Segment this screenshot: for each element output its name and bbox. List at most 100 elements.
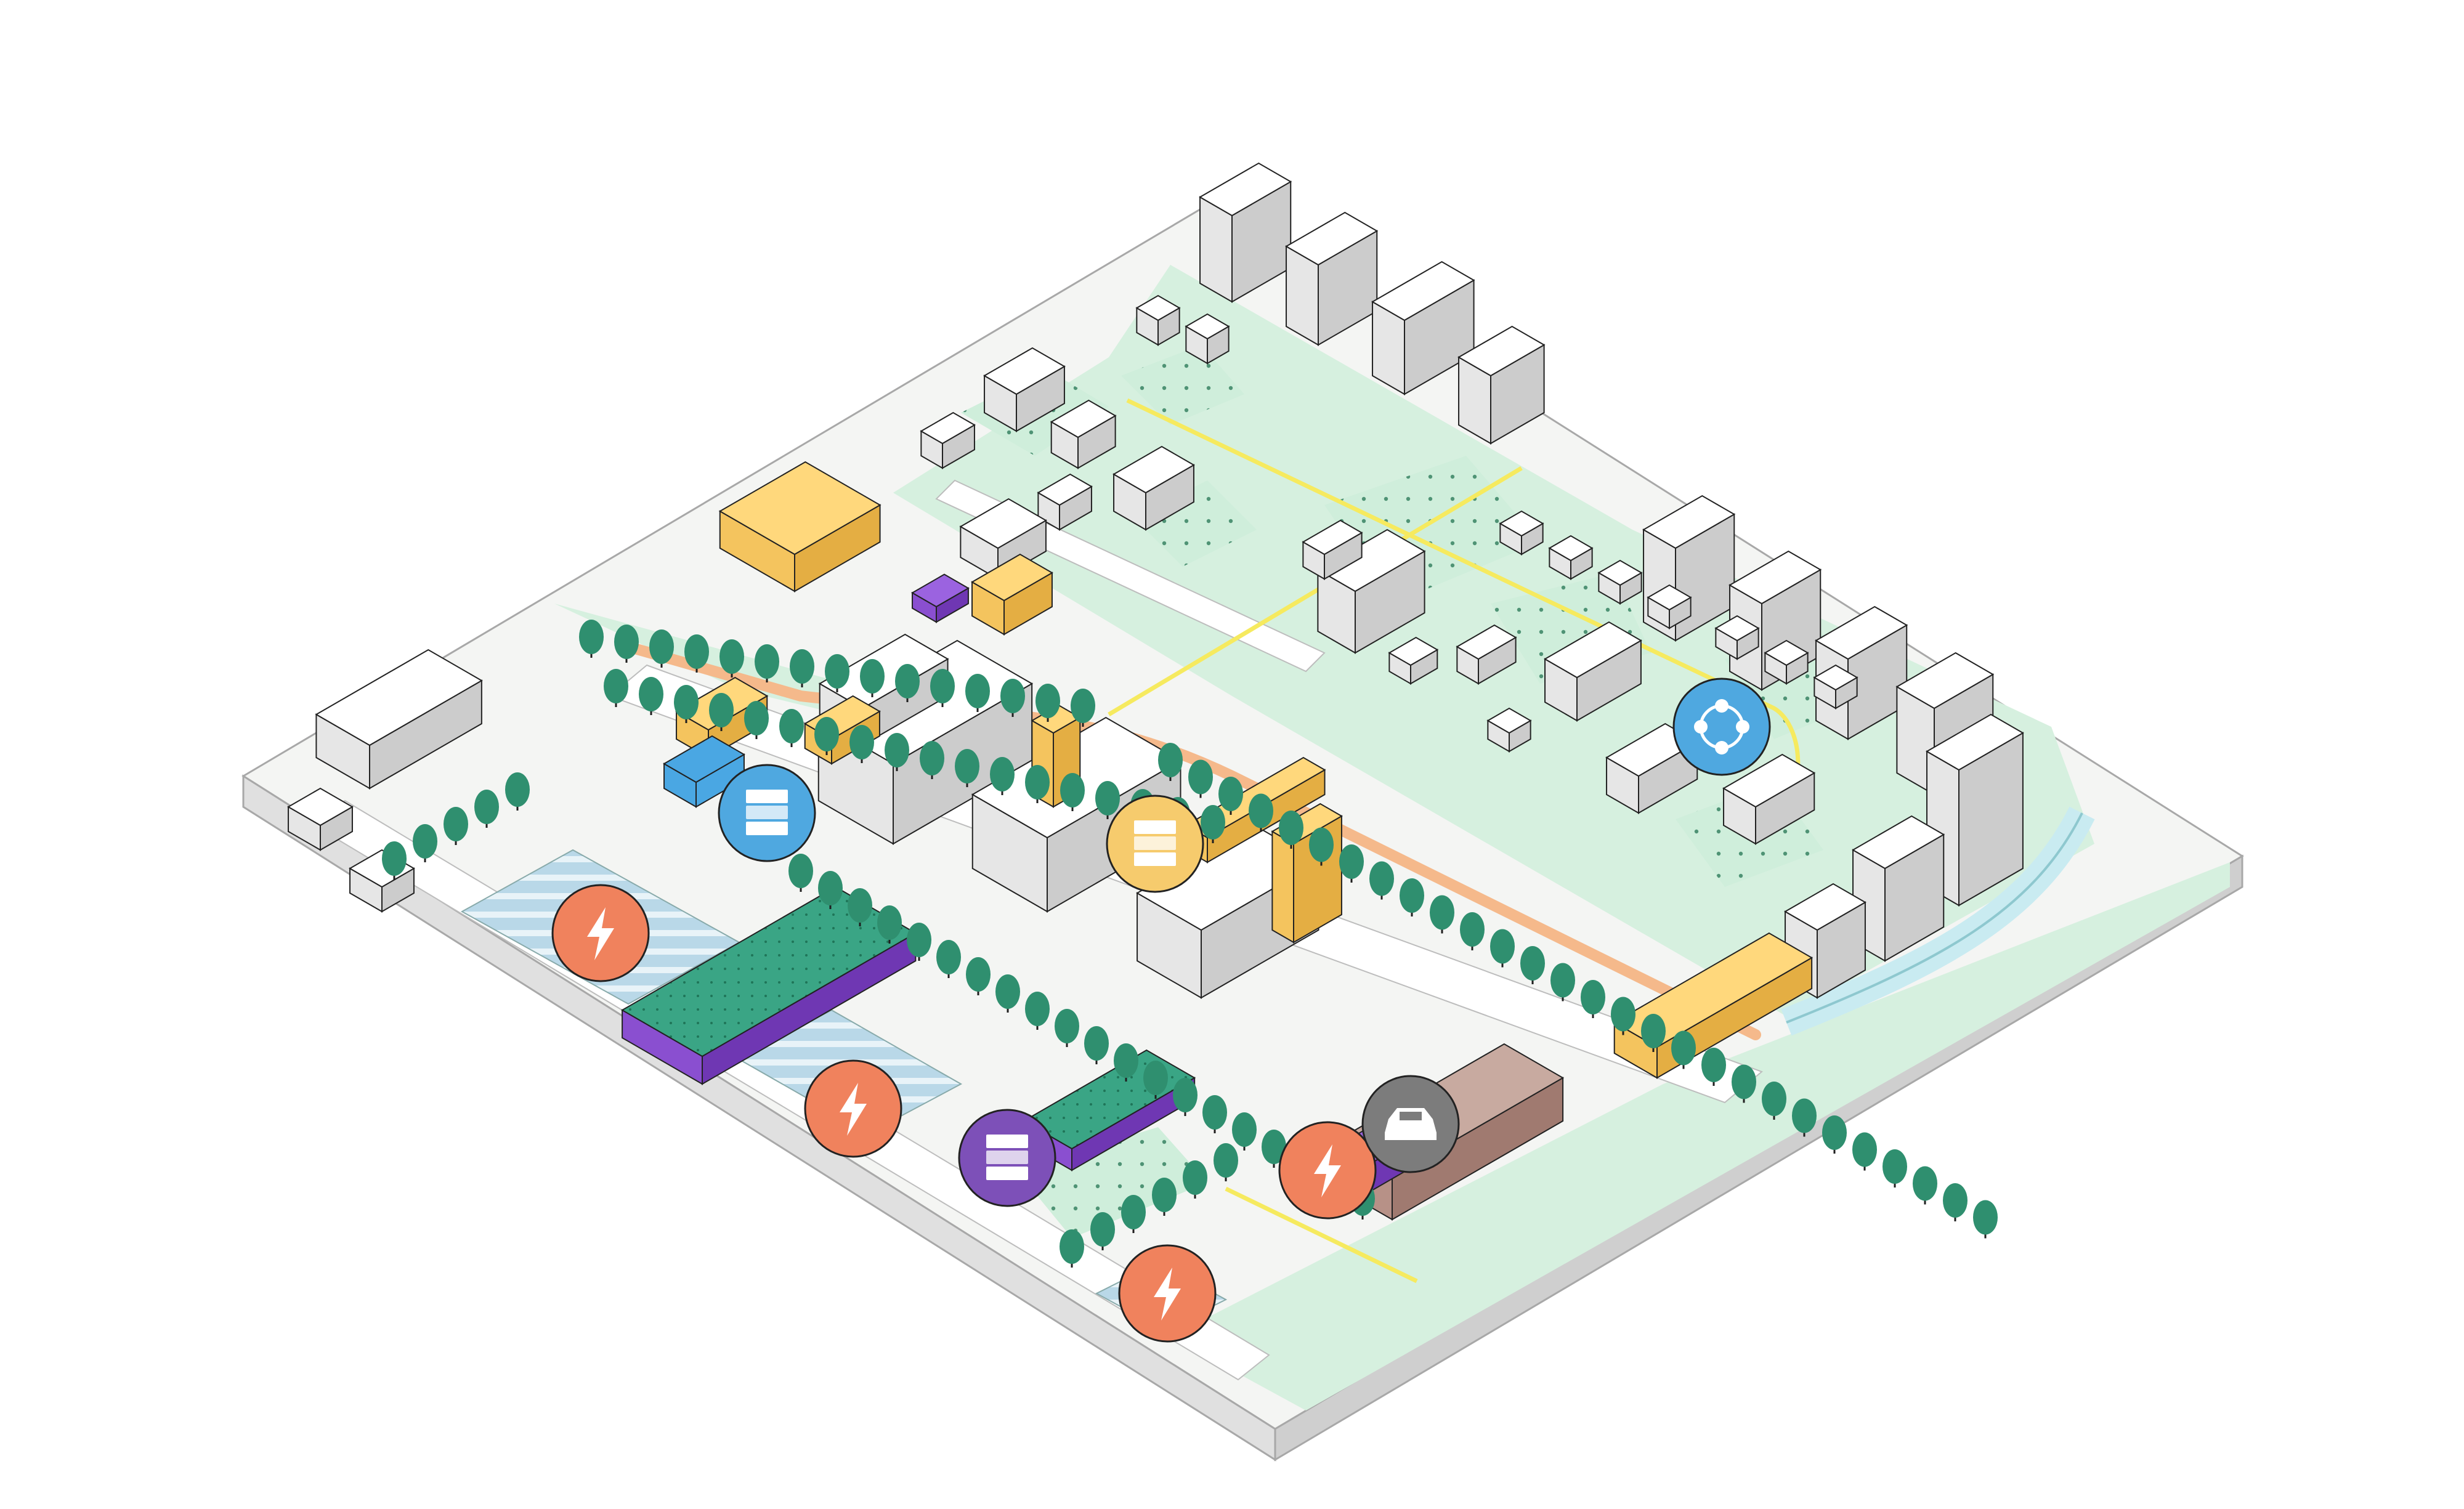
tree (474, 790, 499, 828)
context-building (1722, 753, 1816, 845)
context-building (1050, 399, 1117, 469)
tree (579, 620, 604, 658)
buildings (287, 162, 2024, 1221)
tree (825, 654, 849, 692)
tree (1121, 1195, 1146, 1233)
tree (1762, 1082, 1786, 1120)
context-building (983, 347, 1066, 432)
energy-4-marker (1118, 1244, 1217, 1343)
tree (1279, 811, 1303, 849)
tree (1071, 689, 1095, 727)
tree (1152, 1178, 1177, 1216)
tree (990, 757, 1015, 795)
tree (1943, 1183, 1968, 1221)
tree (1822, 1115, 1847, 1154)
dotted-park-2 (1121, 345, 1244, 425)
tree (444, 807, 468, 845)
context-building (1852, 815, 1945, 962)
tree (1701, 1048, 1726, 1086)
tree (818, 871, 843, 909)
tree (1095, 781, 1120, 819)
tree (1641, 1014, 1666, 1052)
context-building (1302, 519, 1363, 580)
tree (1025, 765, 1050, 803)
tree (848, 888, 872, 926)
tree (1055, 1009, 1079, 1047)
tree (413, 824, 437, 862)
tree (788, 854, 813, 892)
tree (1201, 805, 1225, 843)
energy-3-marker (1278, 1121, 1377, 1220)
tree (930, 669, 955, 707)
context-building (1499, 510, 1544, 556)
context-building (1388, 636, 1439, 685)
tree (1202, 1095, 1227, 1133)
tree (1882, 1149, 1907, 1187)
tree (505, 772, 530, 811)
tree (1060, 1229, 1084, 1268)
tree (1852, 1132, 1877, 1171)
tree (382, 841, 407, 880)
tree (1369, 861, 1394, 900)
tree (1520, 946, 1545, 984)
context-building (920, 411, 976, 469)
context-building (315, 649, 483, 790)
tree (995, 974, 1020, 1013)
tree (920, 741, 944, 779)
tree (1792, 1098, 1817, 1137)
tree (1581, 980, 1605, 1018)
context-building (1647, 584, 1692, 629)
tree (1143, 1061, 1168, 1099)
storage-purple-marker (958, 1109, 1056, 1207)
tree (1218, 777, 1243, 815)
green-strip-south (1170, 862, 2230, 1410)
tree (1249, 793, 1273, 832)
tree (604, 669, 628, 707)
context-building (959, 498, 1047, 580)
tree (849, 725, 874, 763)
tree (1000, 679, 1025, 717)
tree (744, 701, 769, 739)
tree (885, 733, 909, 771)
tree (1400, 878, 1424, 916)
river-bank (1786, 812, 2083, 1024)
tree (779, 709, 804, 747)
storage-blue-marker (718, 764, 816, 862)
context-building (1135, 294, 1181, 346)
context-building (1185, 313, 1230, 365)
community-marker (1672, 678, 1771, 776)
tree (1460, 912, 1485, 950)
tree (955, 749, 979, 787)
context-building (1199, 162, 1292, 303)
tree (1339, 844, 1364, 883)
tree (936, 940, 961, 978)
tree (1232, 1112, 1257, 1151)
tree (1671, 1030, 1696, 1069)
tree (1173, 1078, 1198, 1116)
tree (1114, 1043, 1138, 1082)
tree (1262, 1130, 1286, 1168)
energy-2-marker (804, 1059, 902, 1158)
tree (1430, 895, 1454, 934)
tree (1732, 1064, 1756, 1103)
tree (639, 677, 663, 715)
blue-building (663, 735, 745, 808)
context-building (1764, 639, 1809, 685)
context-building (1457, 325, 1546, 445)
yellow-path-south (1225, 1186, 1418, 1284)
energy-1-marker (551, 884, 650, 982)
tree (1214, 1143, 1238, 1181)
yellow-path-ne-sw (1108, 466, 1523, 717)
tree (877, 905, 902, 944)
context-building (1285, 211, 1379, 346)
green-roof-building-1 (621, 886, 917, 1085)
courtyard-building (718, 461, 881, 593)
parking-marker (1361, 1075, 1460, 1173)
tree (895, 664, 920, 702)
context-building (1456, 624, 1517, 685)
context-building (1548, 535, 1594, 580)
tree (860, 659, 885, 697)
tree (1611, 997, 1635, 1035)
tree (649, 629, 674, 668)
tree (1188, 759, 1213, 798)
